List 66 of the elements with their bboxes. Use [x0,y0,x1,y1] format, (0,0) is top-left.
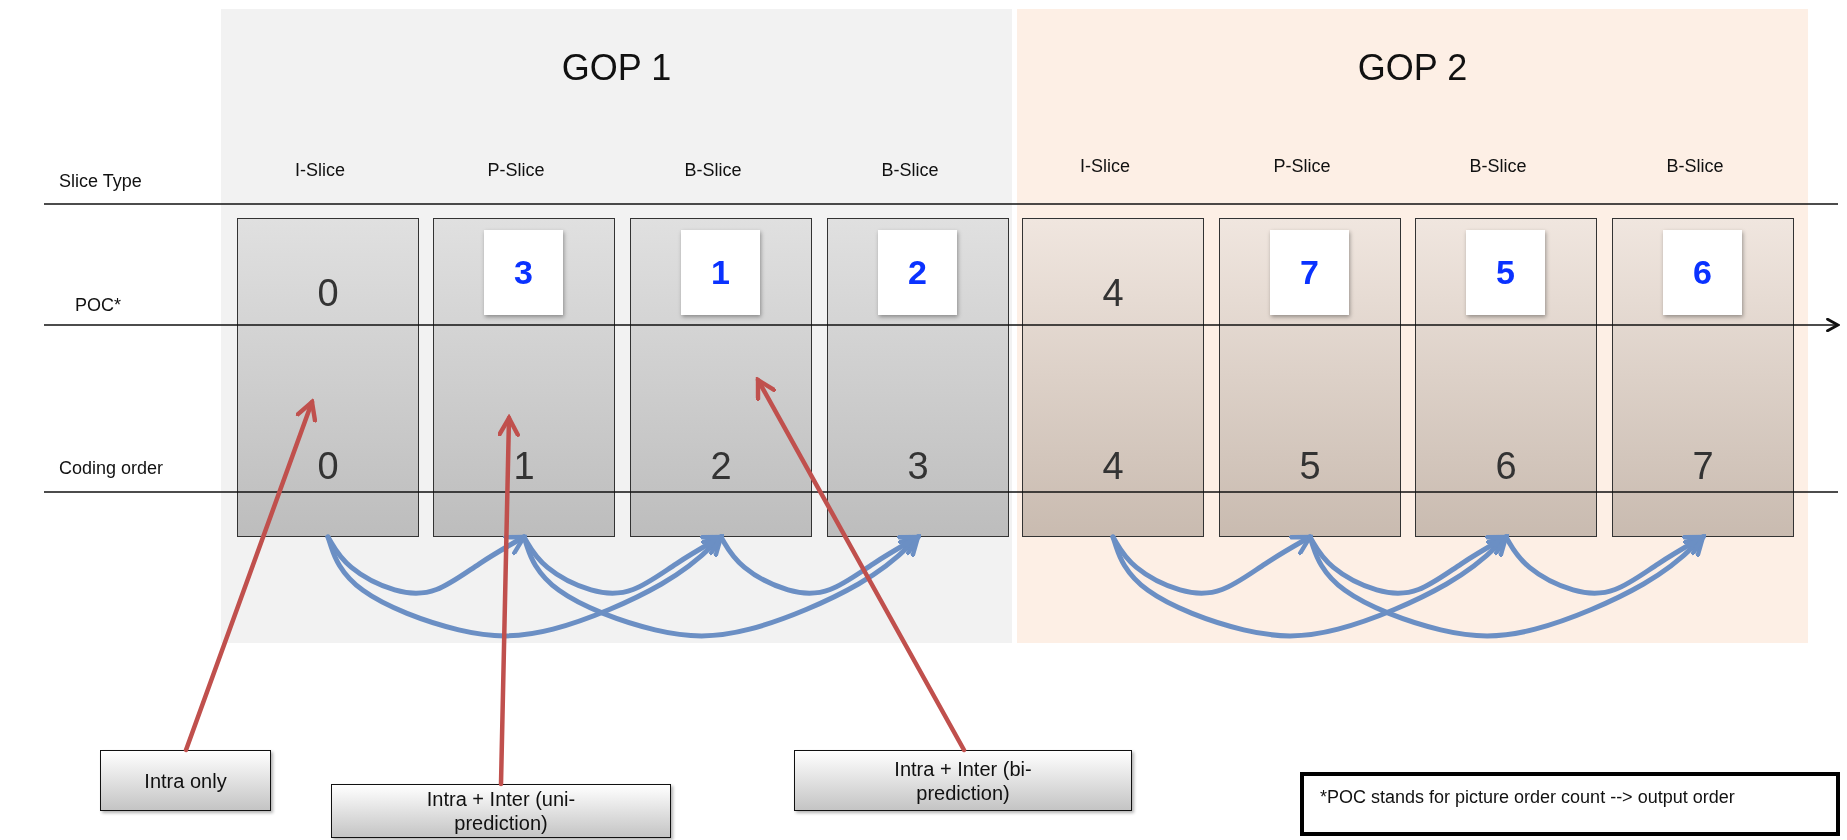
gop-panel [221,9,1012,643]
note-box [1300,772,1840,836]
callout-box [794,750,1132,811]
arrow [718,534,921,596]
slice-type-label: B-Slice [1666,155,1724,177]
arrow [1307,534,1706,639]
arrow [183,399,318,753]
row-label: POC* [75,294,121,316]
slice-type-label: I-Slice [295,159,345,181]
row-label: Coding order [59,457,164,479]
poc-number: 5 [1496,253,1515,292]
poc-number: 1 [711,253,730,292]
poc-number: 3 [514,253,533,292]
coding-order-number: 0 [316,444,340,488]
callout-box [331,784,671,838]
callout-text: Intra + Inter (bi-prediction) [893,756,1033,805]
frame-box [827,218,1009,537]
coding-order-number: 7 [1691,444,1715,488]
gop-title: GOP 2 [1356,47,1469,89]
poc-number: 7 [1300,253,1319,292]
arrow [1307,534,1509,596]
poc-card [878,230,957,315]
coding-order-number: 3 [906,444,930,488]
slice-type-label: I-Slice [1080,155,1130,177]
poc-number: 2 [908,253,927,292]
slice-type-label: P-Slice [487,159,545,181]
callout-box [100,750,271,811]
poc-card [681,230,760,315]
coding-order-number: 2 [709,444,733,488]
note-text: *POC stands for picture order count --> output order [1320,787,1735,807]
gop-title: GOP 1 [560,47,673,89]
frame-box [1219,218,1401,537]
slice-type-label: B-Slice [1469,155,1527,177]
poc-card [1663,230,1742,315]
slice-type-label: B-Slice [881,159,939,181]
gop-panel [1017,9,1808,643]
frame-box [630,218,812,537]
poc-card [484,230,563,315]
arrow [325,534,527,596]
frame-box [237,218,419,537]
arrow [1110,534,1313,596]
arrow [1110,534,1509,639]
frame-box [433,218,615,537]
arrow [521,534,921,639]
frame-box [1415,218,1597,537]
arrow [1503,534,1706,596]
coding-order-number: 1 [512,444,536,488]
callout-text: Intra only [144,768,227,793]
coding-order-number: 5 [1298,444,1322,488]
poc-card [1270,230,1349,315]
arrow [521,534,724,596]
arrow [325,534,724,639]
row-label: Slice Type [59,170,142,192]
poc-number: 4 [1101,271,1125,315]
arrow [497,415,520,787]
callout-text: Intra + Inter (uni-prediction) [425,787,577,835]
poc-number: 0 [316,271,340,315]
poc-number: 6 [1693,253,1712,292]
poc-card [1466,230,1545,315]
coding-order-number: 4 [1101,444,1125,488]
frame-box [1022,218,1204,537]
slice-type-label: P-Slice [1273,155,1331,177]
arrow [755,377,967,753]
slice-type-label: B-Slice [684,159,742,181]
frame-box [1612,218,1794,537]
coding-order-number: 6 [1494,444,1518,488]
